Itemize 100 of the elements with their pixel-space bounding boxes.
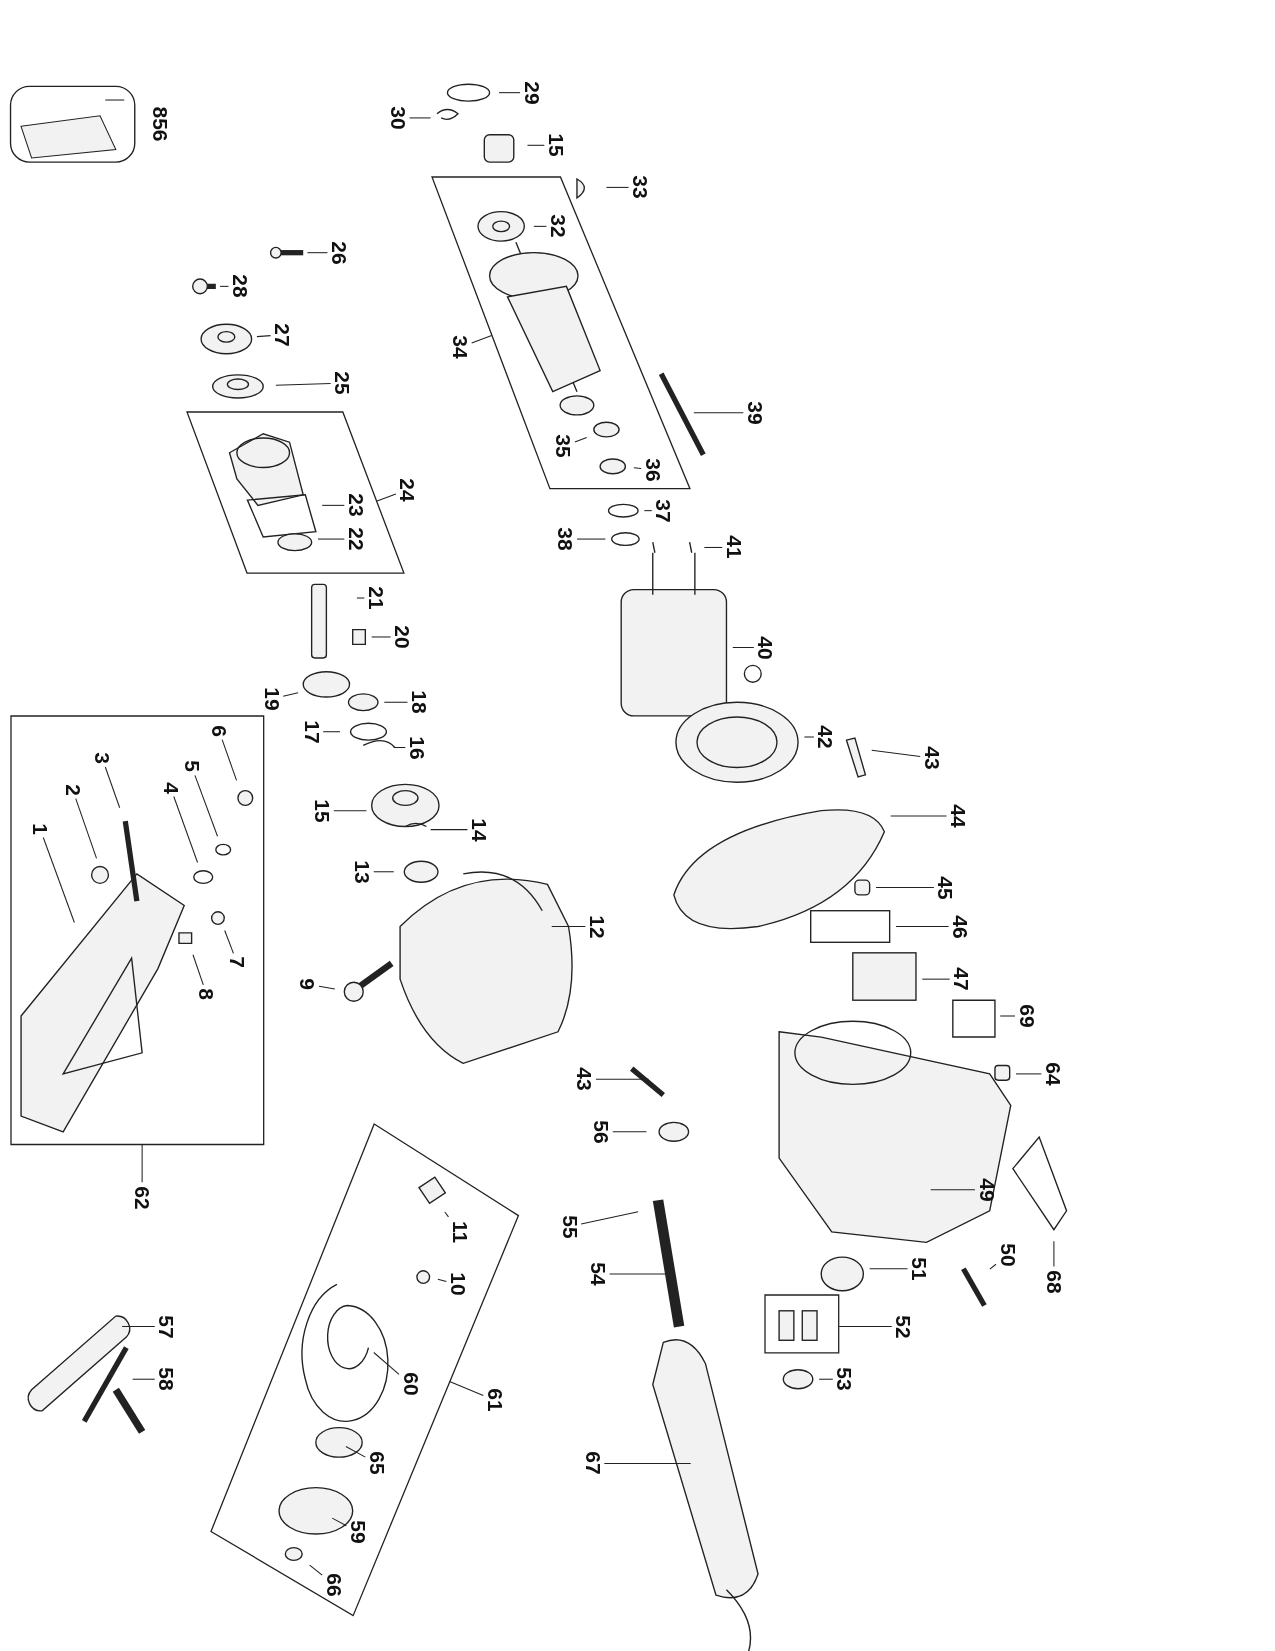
callout-number: 52 [892, 1314, 914, 1339]
callout-number: 12 [586, 914, 608, 939]
callout-number: 5 [181, 760, 203, 773]
callout-number: 51 [908, 1257, 930, 1281]
leader-line [141, 1143, 143, 1183]
leader-line [803, 736, 815, 738]
leader-line [275, 383, 332, 386]
leader-line [376, 493, 397, 502]
leader-line [221, 739, 238, 781]
leader-line [471, 334, 493, 344]
callout-number: 4 [160, 781, 182, 794]
leader-line [393, 747, 406, 749]
leader-line [306, 252, 328, 254]
leader-line [605, 186, 630, 188]
callout-number: 2 [62, 783, 84, 796]
leader-line [574, 436, 588, 443]
callout-number: 35 [552, 434, 574, 459]
callout-number: 8 [195, 988, 217, 1000]
leader-line [345, 1446, 366, 1458]
leader-line [498, 92, 521, 94]
callout-number: 856 [149, 106, 171, 142]
callout-number: 66 [323, 1572, 345, 1597]
leader-line [875, 887, 935, 889]
callout-number: 41 [723, 535, 745, 560]
callout-number: 1 [29, 822, 51, 835]
callout-number: 56 [590, 1120, 612, 1144]
leader-line [595, 1078, 650, 1080]
callout-number: 21 [365, 586, 387, 610]
leader-line [838, 1326, 893, 1328]
leader-line [309, 1564, 323, 1576]
callout-number: 38 [554, 527, 576, 551]
callout-number: 27 [271, 323, 293, 347]
leader-line [224, 929, 234, 954]
callout-number: 43 [921, 746, 943, 770]
leader-line [42, 837, 75, 924]
callout-number: 59 [347, 1520, 369, 1544]
callout-number: 14 [468, 817, 490, 842]
callout-number: 28 [229, 274, 251, 299]
leader-line [75, 798, 98, 859]
callout-number: 25 [331, 371, 353, 395]
callout-number: 47 [950, 967, 972, 991]
callout-number: 61 [484, 1388, 506, 1412]
callout-number: 44 [947, 804, 969, 828]
callout-number: 24 [396, 477, 418, 502]
callout-number: 32 [547, 214, 569, 238]
callout-number: 26 [328, 241, 350, 265]
leader-line [333, 810, 367, 812]
callout-number: 58 [155, 1367, 177, 1391]
leader-line [331, 1517, 347, 1527]
callout-number: 46 [949, 914, 971, 939]
callout-number: 55 [559, 1214, 581, 1239]
callout-number: 60 [400, 1372, 422, 1397]
leader-line [437, 1278, 447, 1282]
leader-line [317, 538, 345, 540]
leader-line [612, 1131, 647, 1133]
callout-number: 39 [744, 401, 766, 425]
callout-number: 40 [754, 635, 776, 660]
leader-line [194, 774, 219, 837]
callout-number: 22 [345, 527, 367, 551]
leader-line [999, 1015, 1016, 1017]
leader-line [1015, 1073, 1042, 1075]
callout-number: 9 [296, 978, 318, 991]
callout-number: 15 [311, 799, 333, 823]
callout-number: 45 [934, 875, 956, 900]
leader-line [383, 701, 408, 703]
leader-line [219, 285, 229, 287]
callout-number: 54 [587, 1262, 609, 1286]
leader-line [318, 985, 336, 990]
callout-number: 6 [208, 724, 230, 737]
group-frame [765, 1295, 840, 1353]
leader-line [703, 546, 723, 548]
callout-number: 69 [1016, 1004, 1037, 1028]
leader-line [921, 978, 951, 980]
callout-number: 17 [301, 720, 323, 744]
callout-number: 18 [408, 690, 430, 714]
leader-line [1053, 1240, 1055, 1268]
leader-line [356, 597, 365, 599]
leader-line [895, 926, 950, 928]
leader-line [930, 1189, 976, 1191]
leader-line [871, 749, 921, 758]
callout-number: 57 [155, 1314, 177, 1339]
leader-line [732, 646, 755, 649]
leader-line [121, 1326, 156, 1328]
callout-number: 53 [833, 1367, 855, 1391]
callout-number: 29 [521, 80, 543, 105]
callout-number: 50 [997, 1243, 1019, 1267]
callout-number: 64 [1042, 1062, 1064, 1086]
callout-number: 62 [131, 1186, 153, 1210]
callout-number: 37 [652, 498, 674, 523]
callout-number: 7 [226, 956, 248, 969]
leader-line [409, 117, 432, 119]
leader-line [192, 954, 204, 986]
callout-number: 3 [91, 752, 113, 764]
callout-number: 42 [814, 725, 836, 749]
callout-number: 10 [447, 1272, 469, 1297]
leader-line [526, 144, 545, 146]
leader-line [890, 815, 948, 817]
leader-line [132, 1378, 156, 1380]
leader-line [989, 1263, 997, 1270]
callout-number: 49 [976, 1178, 997, 1202]
